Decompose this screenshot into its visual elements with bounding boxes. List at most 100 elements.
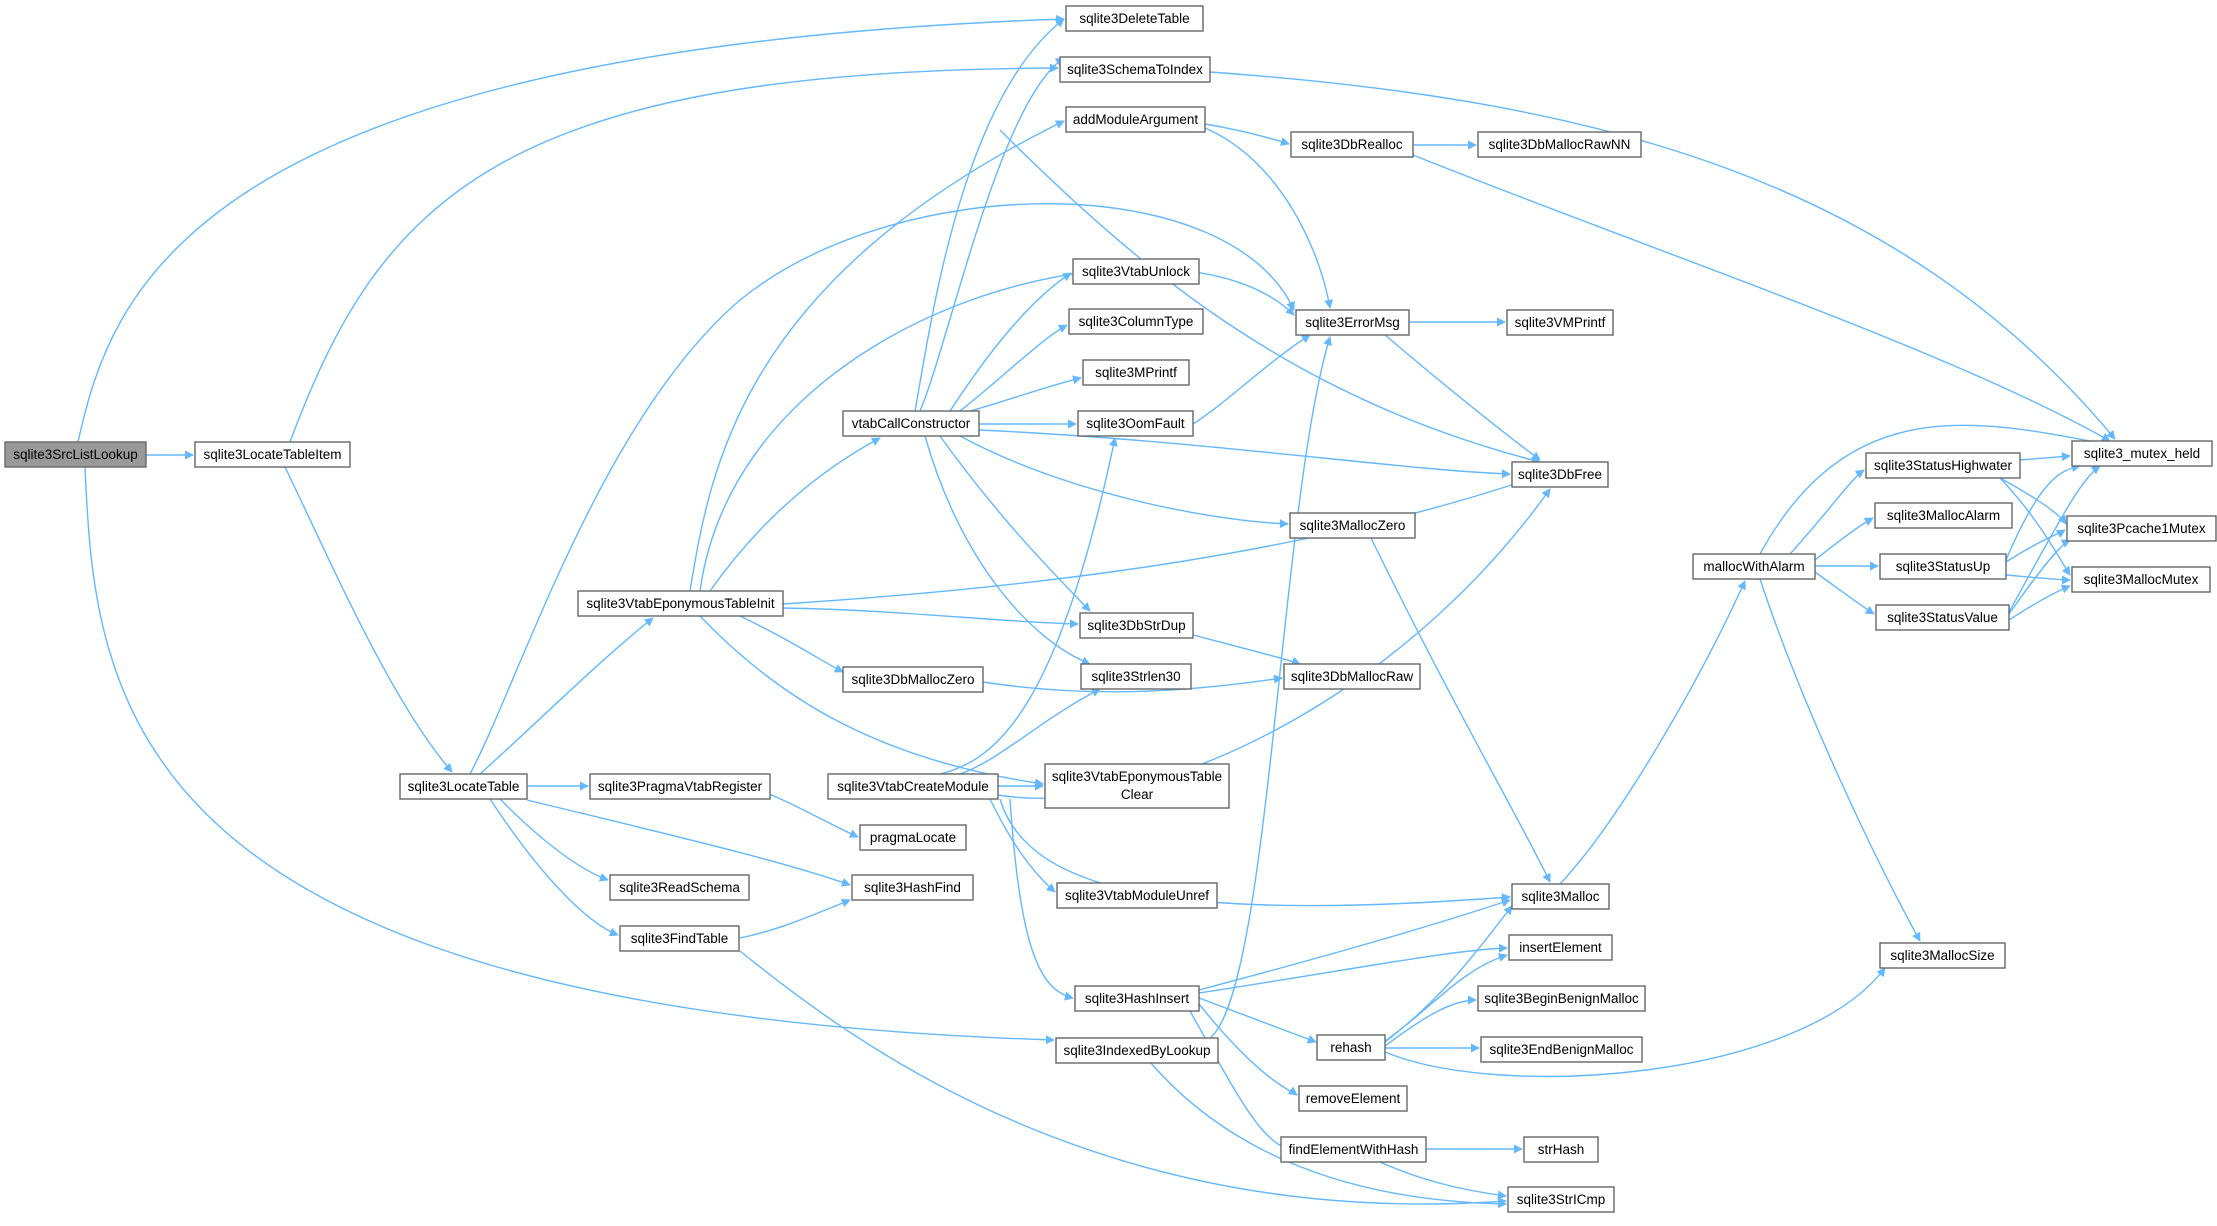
- node-label: sqlite3LocateTable: [408, 779, 520, 794]
- node-label: sqlite3VMPrintf: [1515, 315, 1606, 330]
- node-vtabeponymoustableinit[interactable]: sqlite3VtabEponymousTableInit: [577, 590, 784, 617]
- node-pragmalocate[interactable]: pragmaLocate: [859, 824, 967, 851]
- edge-arrow: [1759, 578, 1921, 942]
- node-label: sqlite3EndBenignMalloc: [1489, 1042, 1633, 1057]
- edge-arrow: [2005, 529, 2066, 563]
- node-label: sqlite3PragmaVtabRegister: [598, 779, 763, 794]
- node-malloc[interactable]: sqlite3Malloc: [1511, 883, 1610, 910]
- node-statusvalue[interactable]: sqlite3StatusValue: [1875, 604, 2010, 631]
- edge-arrow: [1192, 334, 1311, 425]
- edge-arrow: [1204, 123, 1290, 146]
- node-strlen30[interactable]: sqlite3Strlen30: [1080, 663, 1192, 690]
- node-vtabcallconstructor[interactable]: vtabCallConstructor: [842, 410, 980, 437]
- node-label: sqlite3Pcache1Mutex: [2077, 521, 2206, 536]
- node-deletetable[interactable]: sqlite3DeleteTable: [1065, 5, 1204, 32]
- node-locatetable[interactable]: sqlite3LocateTable: [399, 773, 528, 800]
- node-rehash[interactable]: rehash: [1316, 1034, 1386, 1061]
- node-dbmallocrawnn[interactable]: sqlite3DbMallocRawNN: [1477, 131, 1642, 158]
- node-endbenignmalloc[interactable]: sqlite3EndBenignMalloc: [1480, 1036, 1643, 1063]
- edge-arrow: [782, 470, 1551, 605]
- node-dbmalloczero[interactable]: sqlite3DbMallocZero: [842, 666, 984, 693]
- node-vtabcreatemodule[interactable]: sqlite3VtabCreateModule: [827, 773, 999, 800]
- node-srclistlookup[interactable]: sqlite3SrcListLookup: [4, 441, 147, 468]
- node-pragmavtabregister[interactable]: sqlite3PragmaVtabRegister: [589, 773, 771, 800]
- node-findtable[interactable]: sqlite3FindTable: [619, 925, 740, 952]
- node-columntype[interactable]: sqlite3ColumnType: [1068, 308, 1204, 335]
- edge-arrow: [1559, 580, 1746, 885]
- edge-arrow: [709, 437, 881, 592]
- node-label: sqlite3VtabUnlock: [1082, 264, 1190, 279]
- node-errormsg[interactable]: sqlite3ErrorMsg: [1295, 309, 1410, 336]
- node-indexedbylookup[interactable]: sqlite3IndexedByLookup: [1055, 1037, 1219, 1064]
- node-label: sqlite3MPrintf: [1095, 365, 1177, 380]
- node-label: sqlite3DbStrDup: [1087, 618, 1185, 633]
- node-strcmp[interactable]: sqlite3StrICmp: [1507, 1186, 1615, 1213]
- edge-arrow: [1209, 336, 1332, 1039]
- node-dbrealloc[interactable]: sqlite3DbRealloc: [1290, 131, 1414, 158]
- edge-arrow: [978, 429, 1511, 479]
- node-schematoindex[interactable]: sqlite3SchemaToIndex: [1059, 56, 1211, 83]
- edge-arrow: [997, 488, 1551, 799]
- node-label: sqlite3LocateTableItem: [203, 447, 341, 462]
- edge-arrow: [959, 688, 1101, 775]
- node-removeelement[interactable]: removeElement: [1298, 1085, 1408, 1112]
- node-addmoduleargument[interactable]: addModuleArgument: [1065, 106, 1206, 133]
- node-label: sqlite3MallocAlarm: [1887, 508, 2000, 523]
- edge-arrow: [739, 898, 851, 939]
- edge-arrow: [689, 120, 1065, 592]
- edge-arrow: [499, 798, 609, 882]
- node-label: sqlite3HashFind: [864, 880, 961, 895]
- node-malloczero[interactable]: sqlite3MallocZero: [1289, 512, 1416, 539]
- node-statushighwater[interactable]: sqlite3StatusHighwater: [1865, 452, 2021, 479]
- node-label: sqlite3_mutex_held: [2084, 446, 2200, 461]
- node-label: sqlite3DbRealloc: [1301, 137, 1403, 152]
- node-label: findElementWithHash: [1289, 1142, 1419, 1157]
- node-insertelement[interactable]: insertElement: [1508, 934, 1613, 961]
- node-statusup[interactable]: sqlite3StatusUp: [1879, 553, 2007, 580]
- edge-arrow: [1999, 477, 2067, 525]
- node-strhash[interactable]: strHash: [1523, 1136, 1599, 1163]
- edge-arrow: [1999, 477, 2071, 576]
- edge-arrow: [1149, 1061, 1507, 1209]
- node-label: sqlite3DbMallocZero: [851, 672, 974, 687]
- edge-arrow: [2019, 452, 2071, 462]
- node-vmprintf[interactable]: sqlite3VMPrintf: [1506, 309, 1614, 336]
- node-findelementwithhash[interactable]: findElementWithHash: [1280, 1136, 1427, 1163]
- node-label: sqlite3ErrorMsg: [1305, 315, 1400, 330]
- node-hashinsert[interactable]: sqlite3HashInsert: [1074, 985, 1200, 1012]
- edge-arrow: [1384, 995, 1477, 1047]
- node-vtabunlock[interactable]: sqlite3VtabUnlock: [1072, 258, 1200, 285]
- edge-arrow: [1198, 943, 1508, 994]
- node-dbfree[interactable]: sqlite3DbFree: [1511, 461, 1609, 488]
- node-dbstrdup[interactable]: sqlite3DbStrDup: [1079, 612, 1194, 639]
- edge-arrow: [699, 267, 1295, 592]
- node-label: Clear: [1121, 787, 1154, 802]
- node-mallocalarm[interactable]: sqlite3MallocAlarm: [1874, 502, 2013, 529]
- node-oomfault[interactable]: sqlite3OomFault: [1077, 410, 1194, 437]
- node-label: sqlite3MallocSize: [1890, 948, 1994, 963]
- edge-arrow: [1759, 424, 2111, 555]
- node-label: sqlite3FindTable: [631, 931, 729, 946]
- node-readschema[interactable]: sqlite3ReadSchema: [609, 874, 750, 901]
- node-pcache1mutex[interactable]: sqlite3Pcache1Mutex: [2066, 515, 2217, 542]
- node-mallocmutex[interactable]: sqlite3MallocMutex: [2071, 566, 2211, 593]
- node-mallocwithalarm[interactable]: mallocWithAlarm: [1692, 553, 1816, 580]
- edge-arrow: [919, 57, 1065, 412]
- node-locatetableitem[interactable]: sqlite3LocateTableItem: [194, 441, 351, 468]
- node-label: sqlite3StrICmp: [1517, 1192, 1606, 1207]
- node-hashfind[interactable]: sqlite3HashFind: [851, 874, 974, 901]
- node-beginbenignmalloc[interactable]: sqlite3BeginBenignMalloc: [1477, 985, 1646, 1012]
- node-mallocsize[interactable]: sqlite3MallocSize: [1879, 942, 2006, 969]
- node-dbmallocraw[interactable]: sqlite3DbMallocRaw: [1283, 663, 1421, 690]
- node-label: sqlite3IndexedByLookup: [1063, 1043, 1210, 1058]
- node-vtabeponymoustableclear[interactable]: sqlite3VtabEponymousTable Clear: [1044, 763, 1230, 809]
- edge-arrow: [1384, 905, 1513, 1043]
- node-mprintf[interactable]: sqlite3MPrintf: [1082, 359, 1190, 386]
- node-label: vtabCallConstructor: [852, 416, 971, 431]
- edge-arrow: [782, 607, 1079, 629]
- node-label: sqlite3Strlen30: [1091, 669, 1180, 684]
- node-mutexheld[interactable]: sqlite3_mutex_held: [2071, 440, 2213, 467]
- edge-arrow: [1209, 71, 2116, 440]
- node-label: sqlite3StatusValue: [1887, 610, 1998, 625]
- node-vtabmoduleunref[interactable]: sqlite3VtabModuleUnref: [1056, 882, 1218, 909]
